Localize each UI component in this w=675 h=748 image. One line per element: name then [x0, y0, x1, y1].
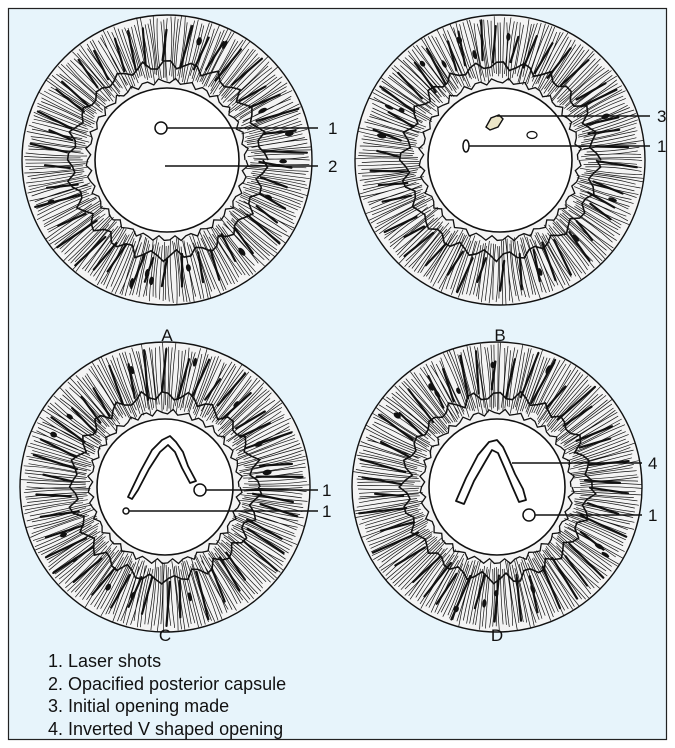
- iris-pigment-spot: [494, 590, 499, 596]
- callout-number: 4: [648, 454, 657, 473]
- laser-shot: [155, 122, 167, 134]
- callout-number: 2: [328, 157, 337, 176]
- panel-label: C: [159, 626, 171, 645]
- pupil-capsule: [95, 88, 239, 232]
- legend-item-initial-opening: 3. Initial opening made: [48, 695, 286, 718]
- legend-item-opacified-capsule: 2. Opacified posterior capsule: [48, 673, 286, 696]
- legend-item-laser-shots: 1. Laser shots: [48, 650, 286, 673]
- panel-label: D: [491, 626, 503, 645]
- callout-number: 3: [657, 107, 666, 126]
- callout-number: 1: [322, 502, 331, 521]
- laser-shot: [194, 484, 206, 496]
- laser-shot: [463, 140, 469, 152]
- callout-number: 1: [322, 481, 331, 500]
- laser-shot: [123, 508, 129, 514]
- laser-shot: [523, 509, 535, 521]
- legend-item-inverted-v-opening: 4. Inverted V shaped opening: [48, 718, 286, 741]
- pupil-capsule: [428, 88, 572, 232]
- laser-shot: [527, 132, 537, 139]
- callout-number: 1: [657, 137, 666, 156]
- callout-number: 1: [328, 119, 337, 138]
- legend: 1. Laser shots 2. Opacified posterior ca…: [48, 650, 286, 740]
- callout-number: 1: [648, 506, 657, 525]
